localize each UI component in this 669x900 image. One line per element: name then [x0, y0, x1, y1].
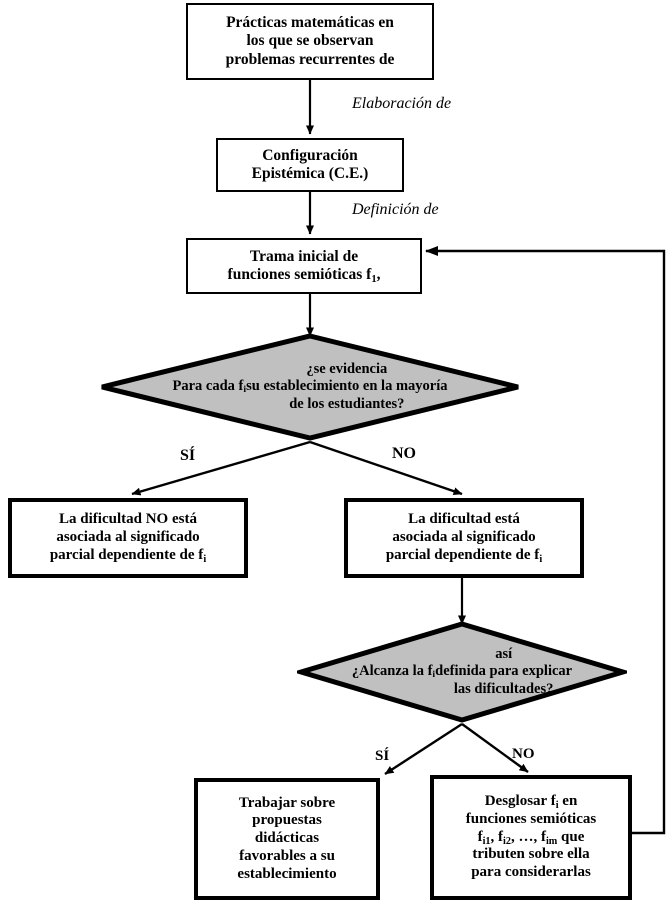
branch-label-no-alcanza: NO — [512, 746, 535, 762]
edge-evidencia-si — [131, 440, 311, 496]
branch-label-si-evidencia: SÍ — [180, 447, 196, 464]
decision-diamond-alcanza-shape — [297, 621, 627, 723]
edge-label-elaboracion-de: Elaboración de — [352, 95, 452, 112]
edge-evidencia-no — [309, 440, 463, 496]
edge-alcanza-si — [384, 722, 463, 776]
branch-label-si-alcanza: SÍ — [375, 748, 390, 764]
decision-diamond-evidencia-shape — [101, 333, 519, 441]
edge-label-definicion-de: Definición de — [352, 201, 439, 218]
branch-label-no-evidencia: NO — [392, 445, 416, 462]
